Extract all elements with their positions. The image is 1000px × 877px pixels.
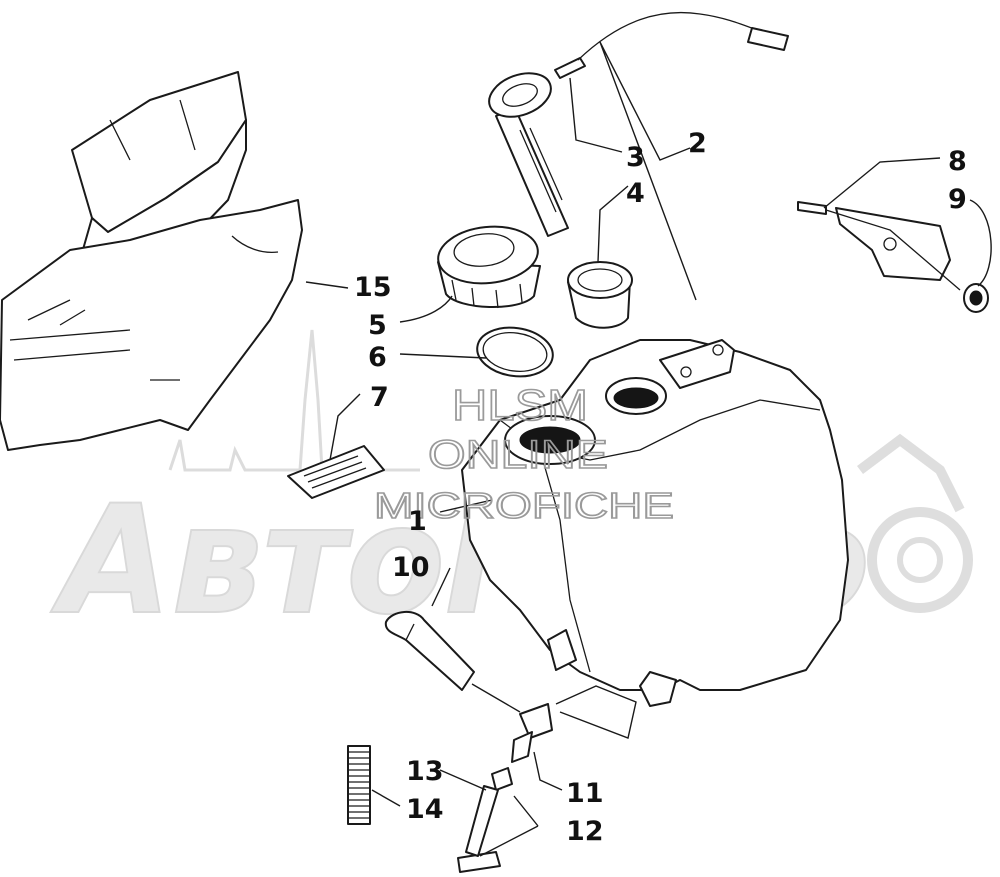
clamp-12: [457, 767, 513, 873]
callout-9: 9: [948, 184, 967, 215]
callout-2: 2: [688, 128, 707, 159]
fitting-11: [511, 703, 553, 763]
fuel-sender-3: [488, 57, 586, 237]
hlsm-watermark-line-1: HLSM: [452, 381, 588, 430]
callout-14: 14: [406, 794, 444, 825]
callout-11: 11: [566, 778, 604, 809]
callout-labels: 1 2 3 4 5 6 7 8 9 10 11 12 13 14 15: [354, 128, 967, 847]
callout-5: 5: [368, 310, 387, 341]
callout-3: 3: [626, 142, 645, 173]
spring-14: [347, 745, 371, 825]
leader-lines: [305, 41, 992, 857]
strap-10: [384, 611, 475, 691]
callout-8: 8: [948, 146, 967, 177]
wire-harness-2: [577, 11, 789, 61]
fuel-cap-5: [437, 225, 541, 309]
hose-13: [465, 785, 499, 857]
hlsm-watermark-line-2: ONLINE: [428, 433, 608, 477]
callout-4: 4: [626, 178, 645, 209]
callout-6: 6: [368, 342, 387, 373]
callout-10: 10: [392, 552, 430, 583]
nut-9: [963, 283, 989, 313]
decal-7: [287, 445, 385, 499]
callout-13: 13: [406, 756, 444, 787]
gasket-6: [476, 326, 554, 378]
grommet-4: [567, 261, 633, 329]
decal-15: [0, 71, 303, 451]
fuel-tank-1: [461, 339, 849, 707]
callout-1: 1: [408, 506, 427, 537]
callout-15: 15: [354, 272, 392, 303]
callout-12: 12: [566, 816, 604, 847]
bracket-8: [797, 201, 961, 291]
hlsm-watermark-line-3: MICROFICHE: [374, 485, 674, 526]
hlsm-watermark: HLSM ONLINE MICROFICHE: [373, 380, 675, 527]
callout-7: 7: [370, 382, 389, 413]
